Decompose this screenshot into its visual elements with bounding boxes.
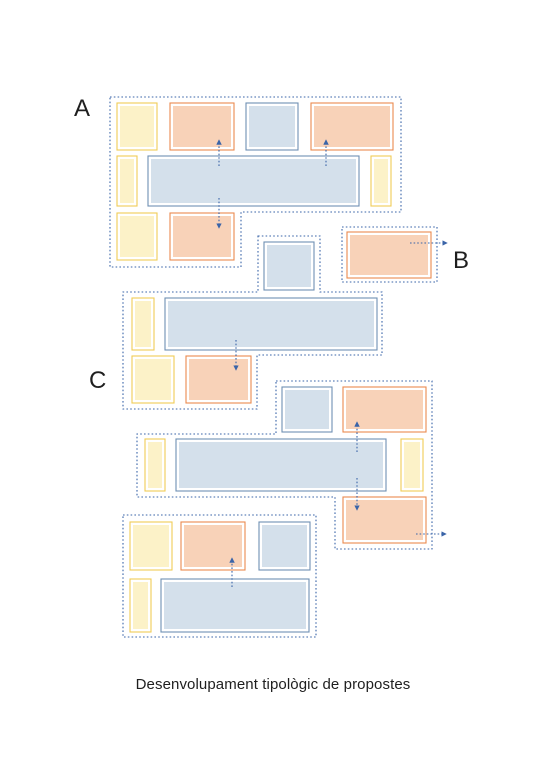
yellow-module [116,212,158,261]
blue-module [175,438,387,492]
yellow-module [116,102,158,151]
yellow-module [144,438,166,492]
blue-module [160,578,310,633]
orange-module [180,521,246,571]
orange-module [342,386,427,433]
yellow-module [370,155,392,207]
blue-module [258,521,311,571]
blue-module [245,102,299,151]
group-label-c: C [89,367,107,394]
outline-group-e [122,514,317,638]
outline-group-b [341,226,438,283]
yellow-module [400,438,424,492]
outline-group-c [122,235,383,410]
blue-module [281,386,333,433]
orange-module [169,102,235,151]
yellow-module [131,297,155,351]
orange-module [342,496,427,544]
orange-module [185,355,252,404]
yellow-module [116,155,138,207]
blue-module [147,155,360,207]
orange-module [169,212,235,261]
group-label-b: B [453,247,470,274]
blue-module [263,241,315,291]
group-label-a: A [74,95,91,122]
orange-module [346,231,432,279]
orange-module [310,102,394,151]
yellow-module [131,355,175,404]
yellow-module [129,521,173,571]
diagram-caption: Desenvolupament tipològic de propostes [135,676,411,693]
yellow-module [129,578,152,633]
blue-module [164,297,378,351]
